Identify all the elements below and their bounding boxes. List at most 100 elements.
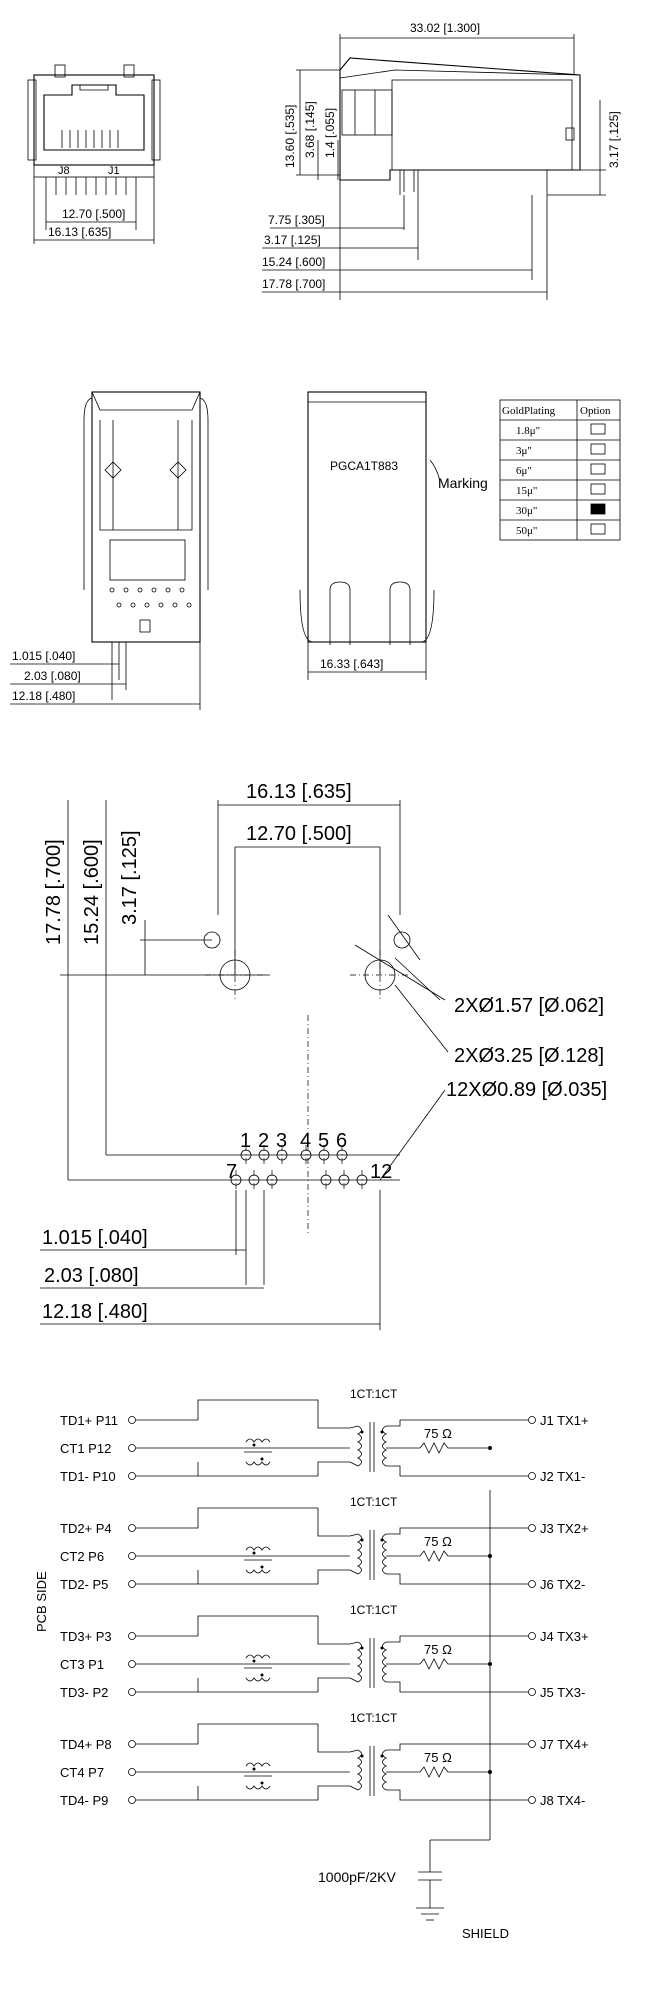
jack-terminal [528, 1472, 536, 1480]
pcb-layout: 16.13 [.635] 12.70 [.500] 17.78 [.700] 1… [40, 781, 607, 1330]
plating-value: 30μ" [516, 505, 537, 517]
top-body-outline [307, 391, 427, 643]
dim-a: 7.75 [.305] [268, 213, 325, 227]
front-contacts [61, 130, 119, 148]
jack-terminal [528, 1580, 536, 1588]
pcb-dim-v1: 17.78 [.700] [43, 839, 65, 945]
bottom-pin-holes [109, 587, 192, 608]
dim-height: 13.60 [.535] [283, 105, 297, 168]
resistor-75ohm [419, 1550, 490, 1562]
top-dim-width: 16.33 [.643] [320, 657, 383, 671]
side-window [341, 89, 393, 136]
plating-value: 15μ" [516, 485, 537, 497]
left-pin-label: TD4- P9 [60, 1793, 108, 1808]
plating-table: GoldPlating Option 1.8μ"3μ"6μ"15μ"30μ"50… [499, 399, 621, 541]
pin-terminal [128, 1632, 136, 1640]
pin-number: 5 [318, 1130, 329, 1152]
left-pin-label: TD2+ P4 [60, 1521, 112, 1536]
left-pin-label: TD3+ P3 [60, 1629, 112, 1644]
bottom-view: 1.015 [.040] 2.03 [.080] 12.18 [.480] [10, 391, 209, 710]
option-checkbox [590, 503, 606, 515]
front-base [33, 164, 155, 178]
transformer-ratio: 1CT:1CT [350, 1387, 398, 1401]
left-pin-label: CT1 P12 [60, 1441, 111, 1456]
jack-terminal [528, 1632, 536, 1640]
choke-coil-top [245, 1762, 271, 1767]
pcb-dim-inner: 12.70 [.500] [246, 823, 352, 845]
option-checkbox [590, 523, 606, 535]
left-pin-label: CT4 P7 [60, 1765, 104, 1780]
bottom-inner-frame [99, 420, 193, 531]
label-j1: J1 [108, 165, 120, 177]
dim-d: 17.78 [.700] [262, 277, 325, 291]
dim-height3: 1.4 [.055] [323, 108, 337, 158]
dim-length: 33.02 [1.300] [410, 21, 480, 35]
pin-terminal [128, 1552, 136, 1560]
plating-value: 6μ" [516, 465, 532, 477]
resistor-label: 75 Ω [424, 1642, 452, 1657]
front-pins [45, 177, 137, 195]
right-pin-label: J4 TX3+ [540, 1629, 589, 1644]
marking-label: Marking [438, 475, 488, 491]
choke-coil-bottom [245, 1785, 271, 1790]
dim-height2: 3.68 [.145] [303, 101, 317, 158]
top-right-lead [389, 581, 411, 645]
dim-standoff: 3.17 [.125] [607, 111, 621, 168]
pin-number: 1 [240, 1130, 251, 1152]
side-shield [391, 79, 573, 171]
front-view: J8 J1 12.70 [.500] 16.13 [.635] [27, 64, 161, 244]
front-body-outline [33, 74, 155, 166]
pcb-dim-v2: 15.24 [.600] [81, 839, 103, 945]
pin-terminal [128, 1688, 136, 1696]
option-checkbox [590, 483, 606, 495]
hole-small-right [393, 931, 411, 949]
bottom-dim-3: 12.18 [.480] [12, 689, 75, 703]
bottom-latches [104, 461, 187, 479]
dim-b: 3.17 [.125] [264, 233, 321, 247]
transformer-primary [357, 1533, 362, 1575]
pin-number-12: 12 [370, 1161, 392, 1183]
right-pin-label: J1 TX1+ [540, 1413, 589, 1428]
choke-coil-top [245, 1654, 271, 1659]
pin-terminal [128, 1660, 136, 1668]
bottom-top-edge [91, 391, 201, 411]
top-view: PGCA1T883 Marking 16.33 [.643] [299, 391, 488, 680]
pcb-side-label: PCB SIDE [34, 1571, 49, 1632]
resistor-75ohm [419, 1766, 490, 1778]
bottom-body-outline [91, 391, 201, 643]
junction-dot [488, 1446, 492, 1450]
pin-number: 3 [276, 1130, 287, 1152]
front-left-tab [54, 64, 66, 78]
hole-small-left [203, 931, 221, 949]
choke-coil-bottom [245, 1569, 271, 1574]
front-right-tab [123, 64, 135, 78]
transformer-primary [357, 1641, 362, 1683]
option-checkbox [590, 423, 606, 435]
resistor-75ohm [419, 1442, 490, 1454]
dim-body-width: 16.13 [.635] [48, 225, 111, 239]
hole-a: 2XØ1.57 [Ø.062] [454, 995, 604, 1017]
jack-terminal [528, 1524, 536, 1532]
bottom-dim-2: 2.03 [.080] [24, 669, 81, 683]
bottom-center-post [139, 619, 151, 633]
dim-c: 15.24 [.600] [262, 255, 325, 269]
pin-number: 4 [300, 1130, 311, 1152]
plating-table-frame [499, 399, 621, 541]
jack-terminal [528, 1688, 536, 1696]
pcb-dim-h2: 2.03 [.080] [44, 1265, 139, 1287]
dim-pin-span: 12.70 [.500] [62, 207, 125, 221]
left-pin-label: TD3- P2 [60, 1685, 108, 1700]
side-view: 33.02 [1.300] 13.60 [.535] 3.68 [.145] 1… [262, 21, 621, 300]
rj45-opening [43, 84, 145, 151]
option-header: Option [580, 405, 611, 417]
transformer-primary [357, 1749, 362, 1791]
bottom-side-clips [83, 397, 209, 590]
pin-number: 6 [336, 1130, 347, 1152]
left-pin-label: CT2 P6 [60, 1549, 104, 1564]
right-pin-label: J6 TX2- [540, 1577, 585, 1592]
